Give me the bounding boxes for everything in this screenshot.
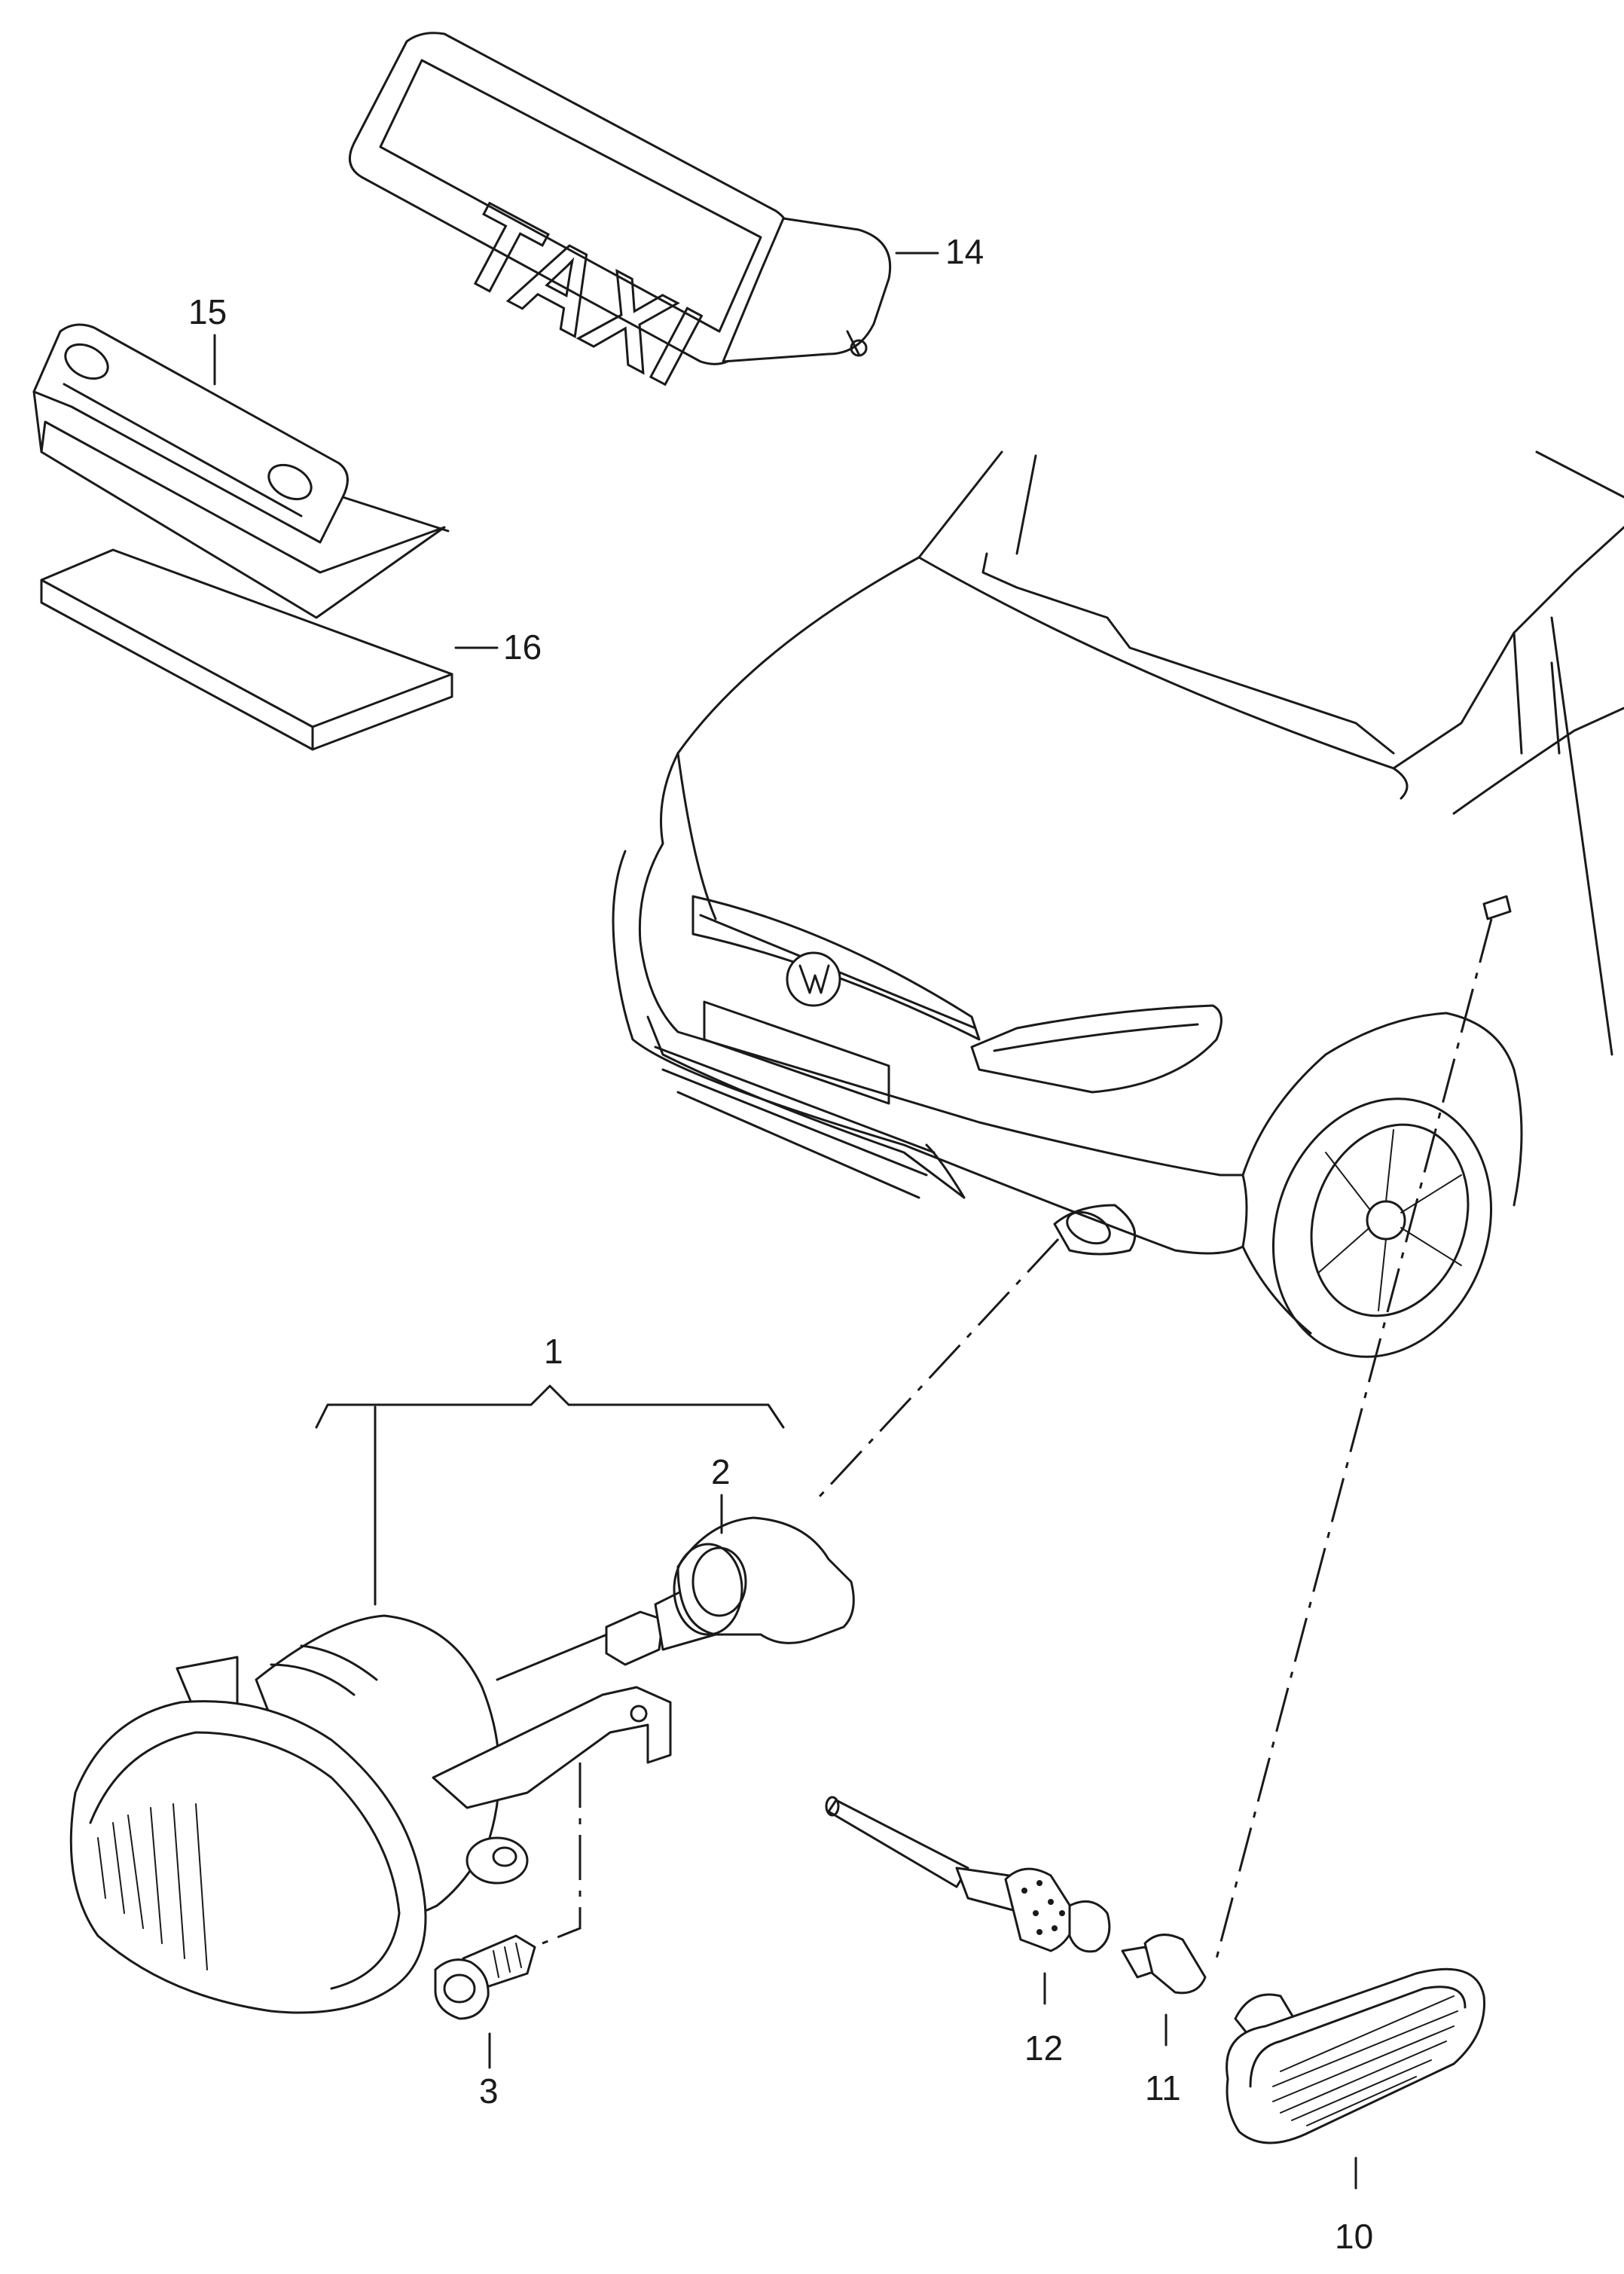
leader-lines [542, 918, 1493, 1959]
adhesive-pad [40, 548, 499, 751]
fog-lamp-bulb [605, 1494, 855, 1666]
callout-3: 3 [479, 2071, 499, 2111]
callout-2: 2 [711, 1452, 731, 1491]
fog-lamp [69, 1614, 672, 2014]
callout-12: 12 [1024, 2028, 1063, 2068]
callout-15: 15 [188, 292, 227, 331]
side-marker-lamp [1226, 1967, 1485, 2190]
screw [434, 1934, 536, 2069]
callout-1: 1 [544, 1332, 563, 1371]
callout-10: 10 [1335, 2217, 1373, 2256]
taxi-roof-sign: TAXI [348, 32, 939, 411]
callout-14: 14 [945, 232, 984, 271]
bulb-socket [825, 1796, 1111, 2005]
assembly-bracket [315, 1384, 785, 1429]
vehicle-front [612, 450, 1624, 1358]
callout-16: 16 [503, 627, 542, 667]
side-marker-bulb [1121, 1934, 1207, 2047]
sign-holder [32, 323, 450, 619]
callout-11: 11 [1145, 2068, 1181, 2108]
